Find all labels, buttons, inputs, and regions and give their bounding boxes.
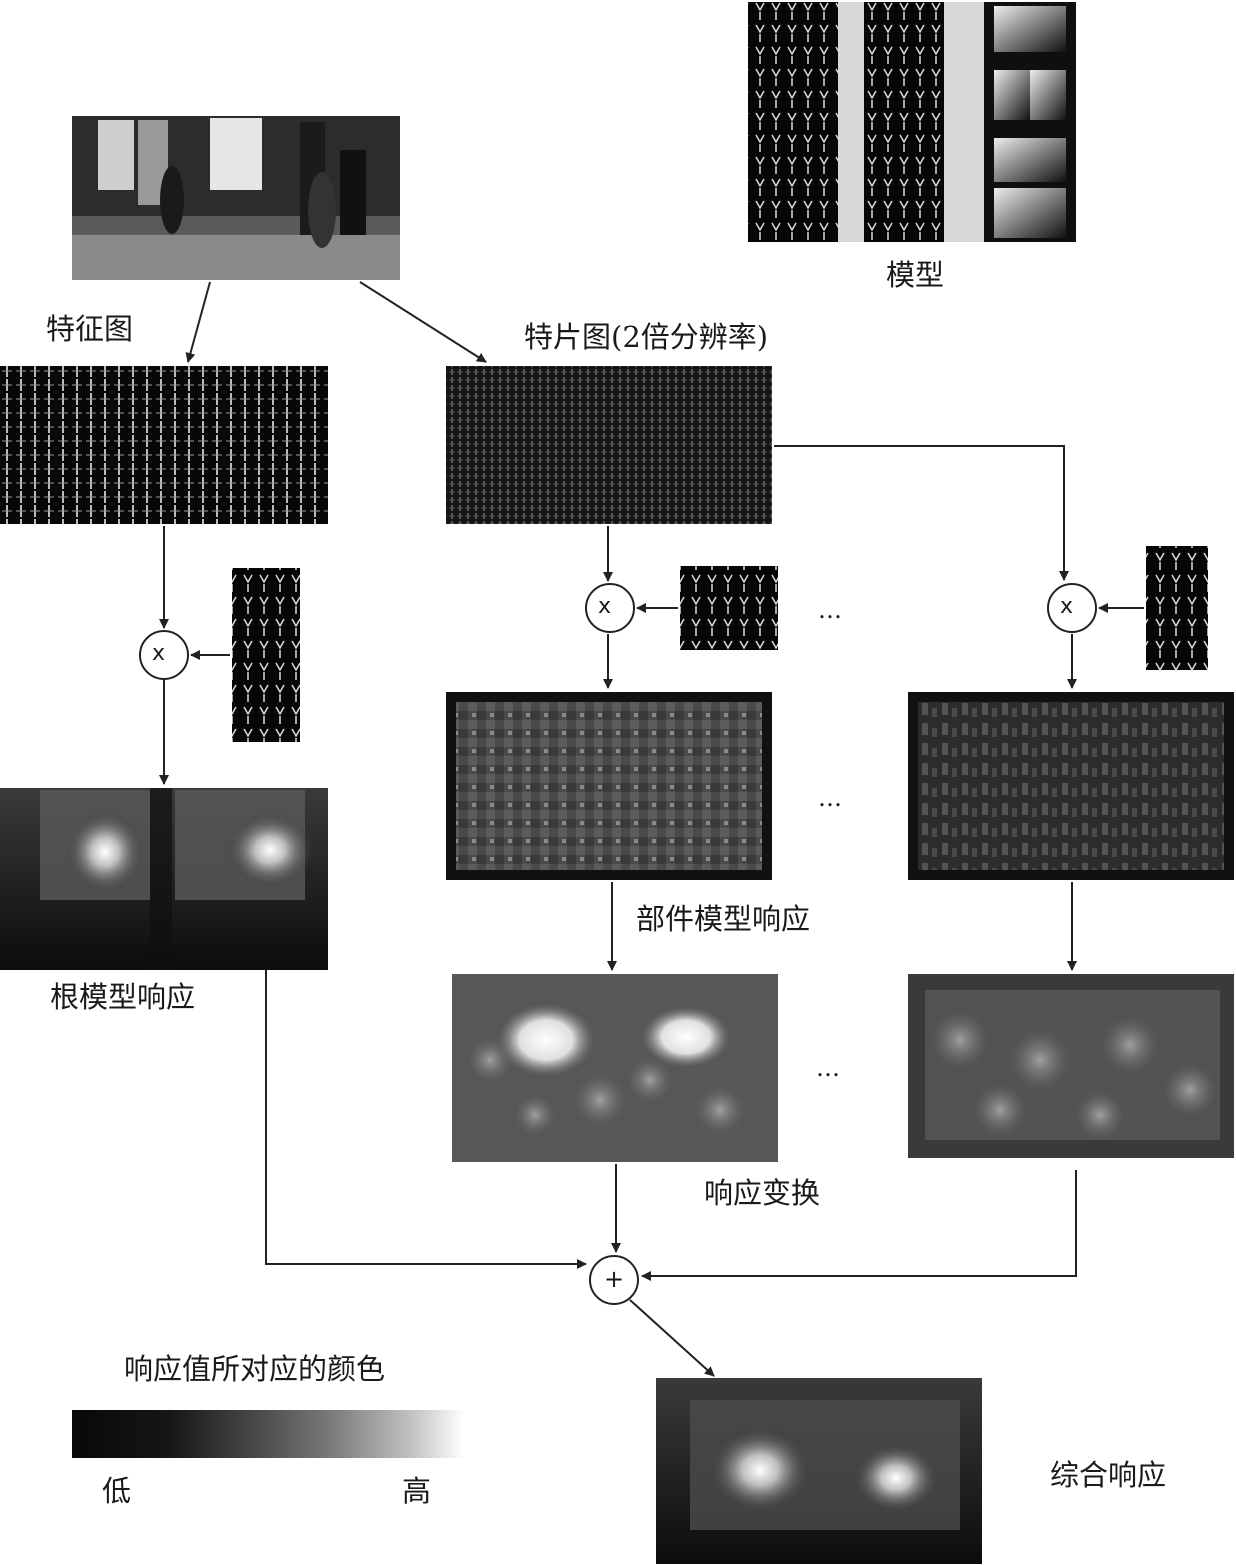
model-label: 模型 bbox=[886, 258, 944, 292]
legend-low-label: 低 bbox=[102, 1474, 131, 1508]
root-response-label: 根模型响应 bbox=[50, 980, 195, 1014]
multiply-symbol-part-1: x bbox=[598, 590, 611, 624]
part-filter-1-image bbox=[680, 566, 778, 650]
part-filter-n-image bbox=[1146, 546, 1208, 670]
transformed-response-1-image bbox=[452, 974, 778, 1162]
legend-high-label: 高 bbox=[402, 1474, 431, 1508]
feature-map-2x-label: 特片图(2倍分辨率) bbox=[524, 320, 768, 354]
legend-color-bar bbox=[72, 1410, 464, 1458]
ellipsis-part-responses: … bbox=[818, 784, 844, 812]
part-response-1-image bbox=[446, 692, 772, 880]
sum-symbol: + bbox=[604, 1262, 624, 1296]
root-filter-image bbox=[232, 568, 300, 742]
model-filters bbox=[748, 2, 1076, 242]
feature-map-image bbox=[0, 366, 328, 524]
transformed-response-n-image bbox=[908, 974, 1234, 1158]
multiply-symbol-part-n: x bbox=[1060, 590, 1073, 624]
response-transform-label: 响应变换 bbox=[704, 1176, 820, 1210]
input-photo bbox=[72, 116, 400, 280]
ellipsis-filters: … bbox=[818, 596, 844, 624]
feature-map-2x-image bbox=[446, 366, 772, 524]
feature-map-label: 特征图 bbox=[46, 312, 133, 346]
legend-title: 响应值所对应的颜色 bbox=[124, 1352, 385, 1386]
ellipsis-transformed: … bbox=[816, 1054, 842, 1082]
part-response-n-image bbox=[908, 692, 1234, 880]
multiply-symbol-root: x bbox=[152, 637, 165, 671]
part-response-label: 部件模型响应 bbox=[636, 902, 810, 936]
root-response-image bbox=[0, 788, 328, 970]
combined-response-label: 综合响应 bbox=[1050, 1458, 1166, 1492]
combined-response-image bbox=[656, 1378, 982, 1564]
